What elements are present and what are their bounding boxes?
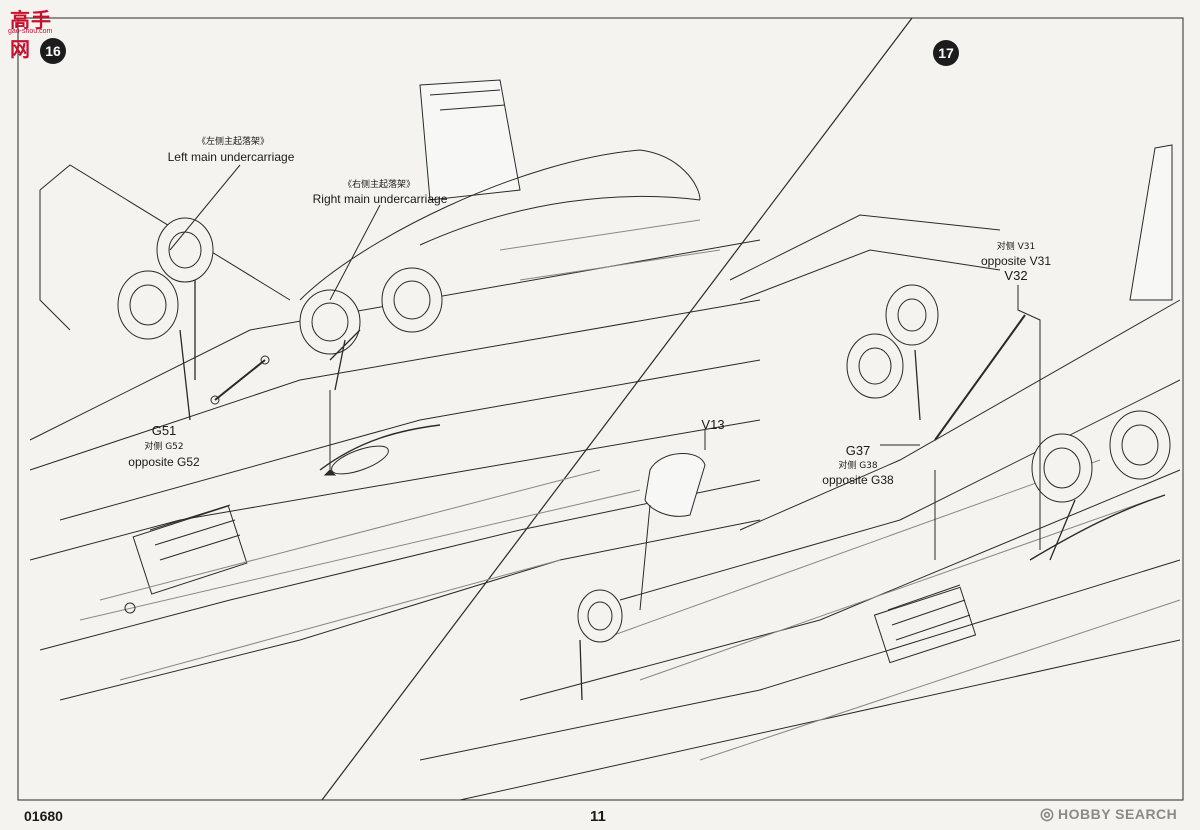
part-g37-label: G37 [845, 443, 871, 458]
step-16-badge: 16 [40, 38, 66, 64]
opposite-g38-label-cn: 对侧 G38 [838, 461, 878, 471]
part-g51-label: G51 [151, 423, 177, 438]
left-main-gear-label: Left main undercarriage [167, 150, 295, 164]
step16-aircraft [29, 79, 761, 701]
part-v32-label: V32 [1004, 268, 1028, 283]
opposite-v31-label-cn: 对侧 V31 [996, 242, 1036, 252]
page-number: 11 [590, 808, 606, 825]
site-watermark: 高手网 gao-shou.com [4, 2, 70, 61]
right-main-gear-label: Right main undercarriage [312, 192, 448, 206]
hobby-search-text: HOBBY SEARCH [1057, 806, 1178, 822]
opposite-v31-label: opposite V31 [980, 254, 1052, 268]
page-border [17, 17, 1184, 801]
opposite-g52-label-cn: 对侧 G52 [144, 442, 184, 452]
watermark-url: gao-shou.com [8, 28, 53, 35]
right-main-gear-label-cn: 《右侧主起落架》 [342, 180, 416, 190]
watermark-brand: 高手网 [10, 8, 52, 61]
step-17-badge: 17 [933, 40, 959, 66]
kit-code: 01680 [24, 808, 63, 824]
part-v13-label: V13 [701, 417, 725, 432]
opposite-g52-label: opposite G52 [128, 455, 200, 469]
opposite-g38-label: opposite G38 [822, 473, 894, 487]
hobby-search-watermark: ◎ HOBBY SEARCH [1040, 804, 1177, 824]
hobby-search-logo-icon: ◎ [1040, 806, 1054, 823]
step17-aircraft [419, 144, 1181, 801]
step-divider [321, 17, 913, 801]
left-main-gear-label-cn: 《左侧主起落架》 [196, 137, 270, 147]
